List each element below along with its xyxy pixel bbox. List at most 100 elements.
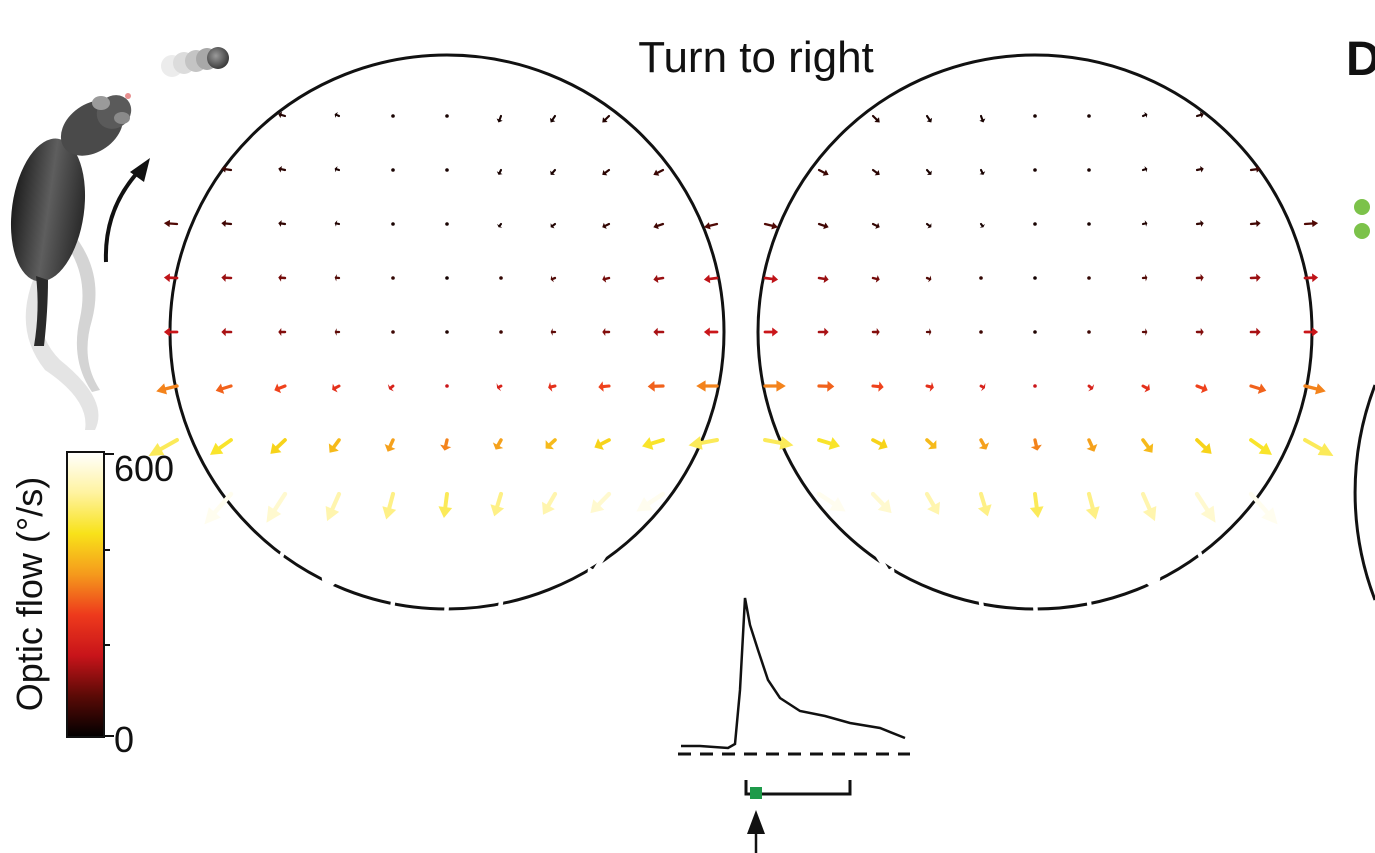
right-flow-arrow-60 [763,436,794,450]
right-flow-arrow-68 [1195,438,1212,454]
left-flow-arrow-17 [221,219,233,227]
right-flow-arrow-89 [1030,599,1047,669]
left-flow-arrow-68 [594,438,611,450]
left-flow-arrow-0 [278,111,287,119]
right-flow-arrow-90 [1086,599,1105,672]
right-flow-arrow-11 [1033,168,1037,172]
left-flow-arrow-66 [492,438,504,450]
legend-dots [1354,199,1370,239]
left-flow-arrow-35 [602,275,611,283]
right-flow-arrow-21 [1033,222,1037,226]
left-flow-arrow-89 [435,599,452,669]
right-flow-arrow-85 [1140,545,1161,595]
right-flow-arrow-42 [979,330,983,334]
right-flow-arrow-25 [1249,219,1261,227]
right-flow-arrow-48 [1303,327,1319,337]
right-flow-arrow-86 [1194,545,1221,597]
left-flow-arrow-15 [653,168,665,176]
ball-icon [161,47,229,77]
right-flow-arrow-15 [1249,165,1261,173]
left-flow-arrow-80 [261,545,288,597]
right-flow-arrow-4 [1087,114,1091,118]
left-flow-arrow-20 [391,222,395,226]
left-flow-arrow-53 [387,384,395,392]
left-flow-arrow-52 [332,383,341,393]
left-flow-arrow-27 [163,273,179,283]
right-flow-arrow-79 [1248,491,1278,525]
left-flow-arrow-57 [598,381,611,392]
left-flow-arrow-47 [653,327,665,337]
right-flow-arrow-49 [763,380,786,392]
right-flow-arrow-55 [1087,384,1095,392]
left-flow-arrow-79 [636,491,666,512]
turn-arrow-shaft [103,170,140,263]
right-flow-arrow-39 [817,327,829,337]
left-flow-arrow-8 [278,165,287,173]
left-flow-arrow-70 [688,436,719,450]
left-flow-arrow-67 [545,438,557,450]
left-flow-arrow-59 [696,380,719,392]
left-flow-arrow-46 [602,328,611,336]
left-flow-arrow-54 [445,384,449,388]
left-flow-arrow-45 [550,328,557,336]
left-flow-arrow-13 [550,168,557,175]
left-flow-arrow-7 [221,165,233,173]
left-flow-arrow-32 [445,276,449,280]
right-flow-arrow-7 [817,168,829,176]
right-flow-arrow-10 [979,168,986,175]
left-flow-arrow-51 [274,383,287,394]
left-flow-arrow-87 [317,599,342,674]
right-flow-arrow-13 [1141,166,1148,173]
left-flow-arrow-24 [602,222,611,229]
right-flow-arrow-44 [1087,330,1091,334]
right-flow-arrow-59 [1303,383,1326,395]
left-flow-arrow-60 [148,438,179,456]
right-flow-arrow-46 [1195,328,1204,336]
left-flow-arrow-30 [334,274,341,282]
stimulus-marker [750,787,762,799]
right-flow-arrow-29 [871,275,880,283]
right-flow-arrow-62 [871,438,888,450]
right-flow-arrow-41 [925,328,932,336]
left-flow-arrow-21 [445,222,449,226]
response-trace [681,597,906,750]
figure-title: Turn to right [638,33,874,82]
left-flow-arrow-42 [391,330,395,334]
left-flow-arrow-62 [270,438,287,454]
left-flow-arrow-58 [647,380,665,392]
right-flow-arrow-28 [817,274,829,283]
curved-arrow-icon [130,158,150,182]
left-flow-arrow-5 [549,114,557,123]
right-flow-arrow-18 [871,222,880,229]
left-flow-arrow-74 [382,491,397,520]
right-flow-arrow-31 [979,276,983,280]
left-flow-arrow-11 [445,168,449,172]
colorbar-min-label: 0 [114,719,134,760]
right-flow-arrow-45 [1141,328,1148,336]
right-flow-arrow-56 [1141,383,1150,393]
right-flow-arrow-51 [871,381,884,392]
right-flow-arrow-16 [763,222,779,230]
left-flow-arrow-85 [538,545,558,587]
right-flow-arrow-50 [817,380,835,392]
right-flow-arrow-69 [1249,438,1272,455]
right-flow-arrow-81 [924,545,944,587]
right-flow-arrow-77 [1140,491,1157,522]
right-flow-arrow-61 [817,437,840,450]
left-flow-arrow-38 [163,327,179,337]
left-flow-arrow-1 [334,112,341,118]
left-flow-arrow-84 [488,545,504,589]
right-flow-arrow-87 [924,599,948,664]
left-flow-arrow-34 [550,275,557,283]
right-flow-arrow-82 [978,545,994,589]
left-flow-arrow-3 [445,114,449,118]
right-flow-arrow-9 [925,168,932,175]
right-flow-arrow-84 [1086,545,1103,593]
left-flow-arrow-81 [321,545,342,595]
left-flow-arrow-19 [334,220,341,227]
left-flow-arrow-83 [436,545,453,591]
right-flow-arrow-57 [1195,383,1208,394]
left-flow-arrow-26 [703,222,719,230]
left-flow-arrow-44 [499,330,503,334]
left-flow-arrow-72 [266,491,288,523]
